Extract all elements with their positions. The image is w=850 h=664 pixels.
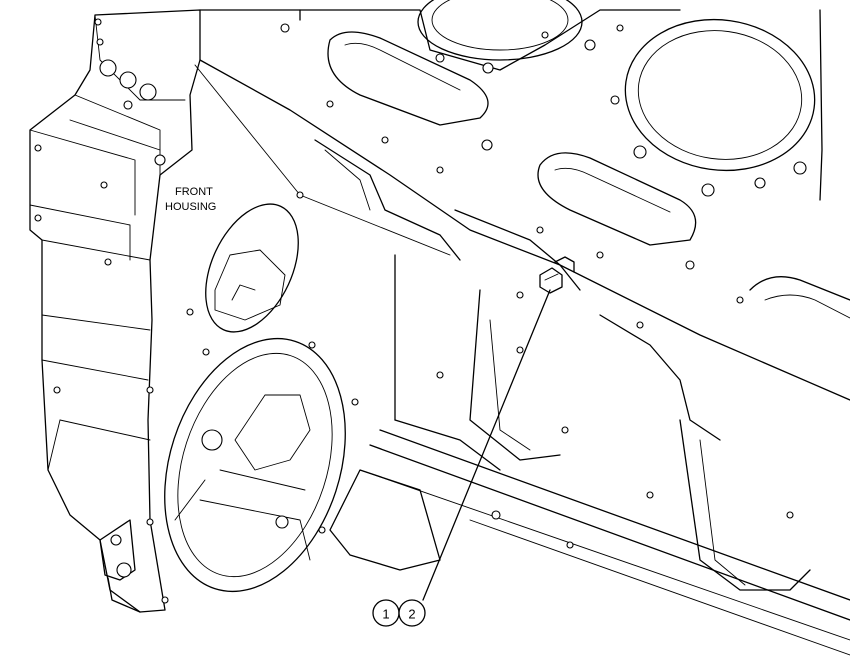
front-housing xyxy=(29,9,201,613)
callout-2-text: 2 xyxy=(408,607,415,622)
callout-1: 1 xyxy=(372,599,400,627)
cylinder-block xyxy=(199,0,850,656)
block-front-face xyxy=(146,59,850,604)
front-housing-label-line1: FRONT xyxy=(175,186,213,198)
callout-2: 2 xyxy=(398,599,426,627)
callout-1-text: 1 xyxy=(382,607,389,622)
front-housing-label-line2: HOUSING xyxy=(165,201,216,213)
callout-leader-line xyxy=(422,289,551,601)
plug-fitting xyxy=(539,256,575,294)
